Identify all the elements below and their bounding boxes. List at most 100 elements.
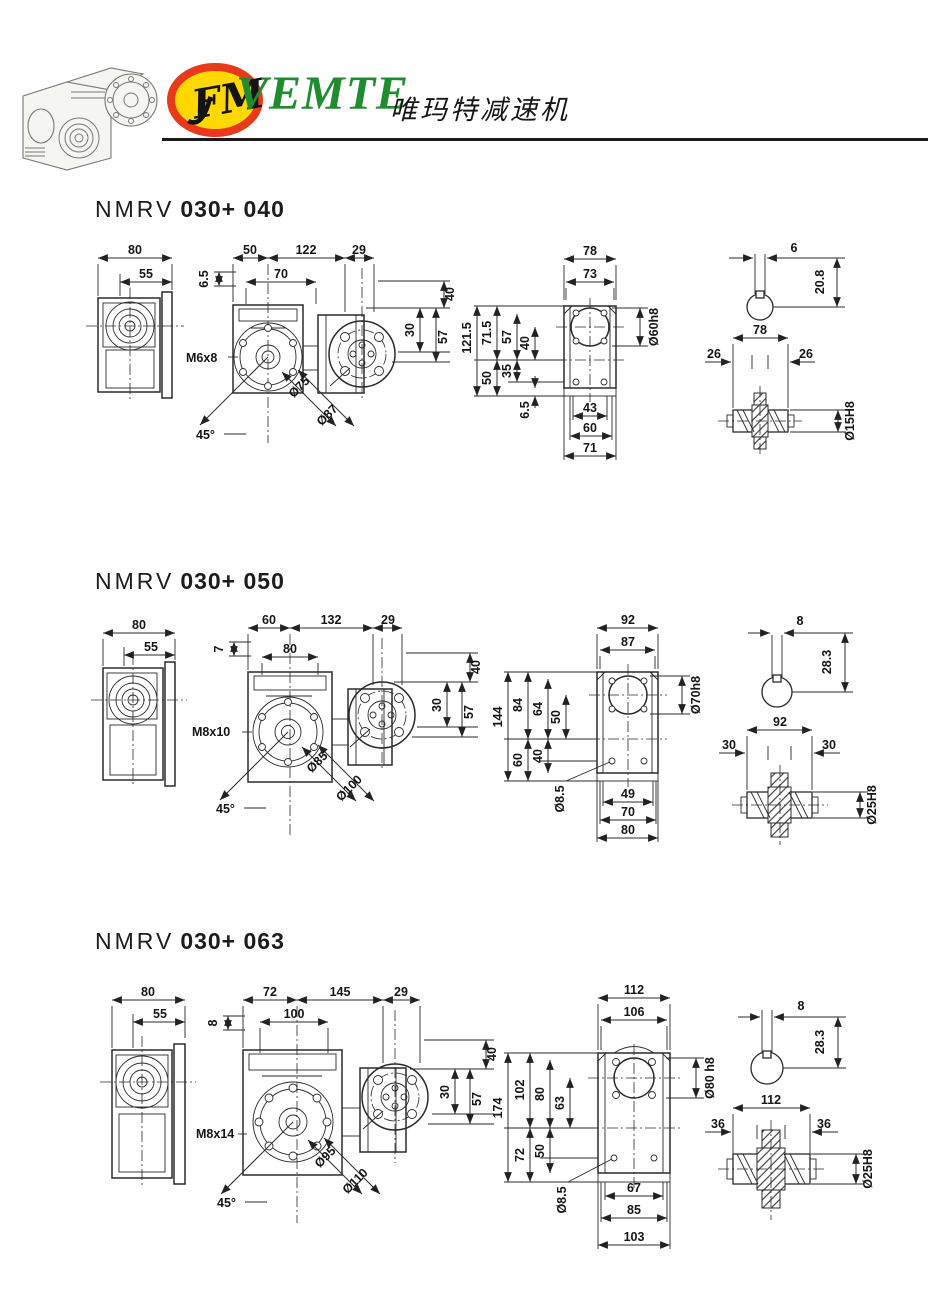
model-size: 030+ 063 [180, 928, 285, 954]
shaft-bore-callout: Ø25H8 [861, 1149, 875, 1189]
dim-key-width: 8 [798, 999, 805, 1013]
shaft-detail: 8 28.3 92 30 30 Ø25H8 [719, 614, 879, 845]
dim-front-b: 132 [321, 613, 342, 627]
angle-callout: 45° [217, 1196, 236, 1210]
dim-shaft-s2: 30 [822, 738, 836, 752]
dim-front-offset: 6.5 [197, 270, 211, 287]
hole-callout: Ø8.5 [553, 785, 567, 812]
dim-back-b3: 71 [583, 441, 597, 455]
dia-callout-1: Ø75 [286, 374, 313, 401]
dim-shaft-s1: 26 [707, 347, 721, 361]
dim-key-depth: 28.3 [820, 650, 834, 674]
dim-front-r3: 57 [462, 705, 476, 719]
dim-back-foot: 6.5 [518, 401, 532, 418]
model-size: 030+ 050 [180, 568, 285, 594]
dim-front-inner: 100 [284, 1007, 305, 1021]
dim-shaft-total: 78 [753, 323, 767, 337]
drawing-section-1: 80 55 50 122 29 6.5 70 40 30 57 M6x8 45°… [86, 241, 857, 460]
dim-back-b1: 49 [621, 787, 635, 801]
shaft-detail: 8 28.3 112 36 36 Ø25H8 [705, 999, 875, 1220]
back-view: 92 87 Ø70h8 144 84 64 50 60 40 Ø8.5 49 7… [491, 613, 703, 842]
model-prefix: NMRV [95, 568, 175, 594]
dim-key-width: 8 [797, 614, 804, 628]
dim-back-l2: 84 [511, 698, 525, 712]
dim-key-width: 6 [791, 241, 798, 255]
dim-side-inner: 55 [139, 267, 153, 281]
dim-back-ll2: 35 [500, 364, 514, 378]
angle-callout: 45° [196, 428, 215, 442]
dia-callout-2: Ø110 [340, 1166, 371, 1197]
dim-back-ll1: 60 [511, 753, 525, 767]
header-rule [162, 138, 928, 141]
dim-back-l4: 40 [518, 336, 532, 350]
side-view: 80 55 [91, 618, 187, 787]
dim-side-total: 80 [128, 243, 142, 257]
dim-front-b: 145 [330, 985, 351, 999]
brand-subtitle-cn: 唯玛特减速机 [390, 95, 570, 125]
dim-front-inner: 70 [274, 267, 288, 281]
dim-back-ll1: 72 [513, 1148, 527, 1162]
dim-back-w1: 92 [621, 613, 635, 627]
thread-callout: M8x14 [196, 1127, 234, 1141]
angle-callout: 45° [216, 802, 235, 816]
back-view: 78 73 Ø60h8 121.5 71.5 57 40 50 35 6.5 4… [460, 244, 661, 460]
dim-back-w1: 78 [583, 244, 597, 258]
bore-callout: Ø60h8 [647, 308, 661, 346]
dim-back-w2: 73 [583, 267, 597, 281]
hole-callout: Ø8.5 [555, 1186, 569, 1213]
shaft-bore-callout: Ø25H8 [865, 785, 879, 825]
dim-back-l3: 64 [531, 702, 545, 716]
shaft-detail: 6 20.8 78 26 26 Ø15H8 [705, 241, 857, 456]
dim-shaft-s1: 36 [711, 1117, 725, 1131]
dim-front-b: 122 [296, 243, 317, 257]
dim-front-r1: 40 [485, 1047, 499, 1061]
dim-back-l4: 63 [553, 1096, 567, 1110]
front-view: 50 122 29 6.5 70 40 30 57 M6x8 45° Ø75 Ø… [186, 243, 457, 443]
dim-back-b2: 60 [583, 421, 597, 435]
dia-callout-2: Ø87 [314, 402, 341, 429]
dim-shaft-s2: 26 [799, 347, 813, 361]
dim-back-b3: 103 [624, 1230, 645, 1244]
dim-back-w2: 87 [621, 635, 635, 649]
dia-callout-2: Ø100 [333, 772, 365, 804]
dim-front-a: 50 [243, 243, 257, 257]
thread-callout: M6x8 [186, 351, 217, 365]
dim-back-b2: 70 [621, 805, 635, 819]
dim-back-l4: 50 [549, 710, 563, 724]
dim-front-a: 60 [262, 613, 276, 627]
model-size: 030+ 040 [180, 196, 285, 222]
dim-back-l1: 174 [491, 1098, 505, 1119]
back-view: 112 106 Ø80 h8 174 102 80 63 72 50 Ø8.5 … [491, 983, 717, 1249]
dim-front-c: 29 [381, 613, 395, 627]
drawing-section-2: 80 55 60 132 29 7 80 40 30 57 M8x10 45° … [91, 613, 879, 845]
drawing-section-3: 80 55 72 145 29 8 100 40 30 57 M8x14 45°… [100, 983, 875, 1249]
front-view: 72 145 29 8 100 40 30 57 M8x14 45° Ø95 Ø… [196, 985, 499, 1223]
gearbox-photo [22, 67, 158, 171]
dim-back-ll2: 50 [533, 1144, 547, 1158]
dim-back-w2: 106 [624, 1005, 645, 1019]
dim-front-r1: 40 [443, 287, 457, 301]
dim-front-c: 29 [394, 985, 408, 999]
dim-back-b1: 43 [583, 401, 597, 415]
dim-shaft-total: 112 [761, 1093, 781, 1107]
dim-key-depth: 28.3 [813, 1030, 827, 1054]
dim-back-l1: 121.5 [460, 322, 474, 353]
bore-callout: Ø80 h8 [703, 1057, 717, 1099]
dim-front-r2: 30 [430, 698, 444, 712]
dim-front-offset: 7 [212, 645, 226, 652]
dim-front-c: 29 [352, 243, 366, 257]
dim-side-inner: 55 [144, 640, 158, 654]
dim-key-depth: 20.8 [813, 270, 827, 294]
brand-title: VEMTE [236, 67, 410, 120]
model-prefix: NMRV [95, 196, 175, 222]
dim-back-ll1: 50 [480, 371, 494, 385]
dim-side-total: 80 [141, 985, 155, 999]
front-view: 60 132 29 7 80 40 30 57 M8x10 45° Ø85 Ø1… [192, 613, 483, 837]
dim-shaft-s2: 36 [817, 1117, 831, 1131]
fm-logo: FM [167, 63, 265, 137]
dim-back-b1: 67 [627, 1181, 641, 1195]
dim-shaft-s1: 30 [722, 738, 736, 752]
